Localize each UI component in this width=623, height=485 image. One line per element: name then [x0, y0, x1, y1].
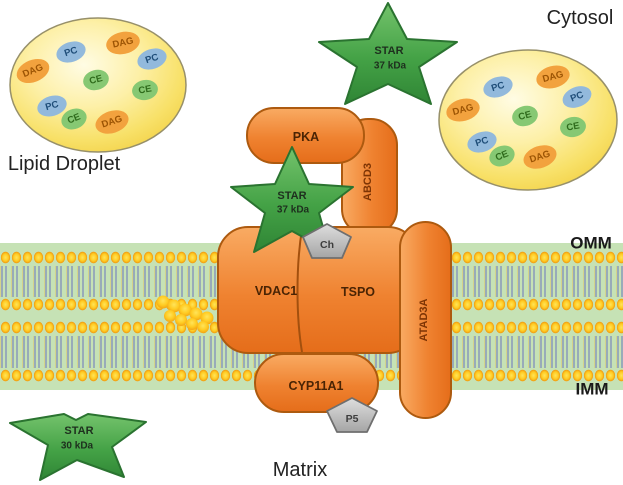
svg-text:DAG: DAG [112, 35, 135, 50]
cyp11a1-pill [254, 353, 379, 413]
svg-text:CE: CE [138, 83, 153, 96]
svg-text:CE: CE [517, 109, 533, 123]
p5-pentagon: P5 [326, 397, 378, 433]
lipid-ellipse: DAG [95, 110, 129, 134]
star-cytosol-37: STAR 37 kDa [318, 2, 458, 105]
lipid-ellipse: CE [512, 105, 538, 127]
pka-pill [246, 107, 365, 164]
svg-text:CE: CE [494, 148, 510, 163]
lipid-ellipse: PC [483, 76, 513, 98]
svg-text:DAG: DAG [451, 102, 474, 118]
lipid-ellipse: PC [137, 48, 167, 70]
atad3a-pill [399, 221, 452, 419]
matrix-label: Matrix [273, 459, 327, 481]
lipid-ellipse: DAG [106, 31, 140, 55]
svg-text:DAG: DAG [541, 69, 564, 85]
lipid-ellipse: PC [562, 86, 592, 108]
lipid-droplet-right: PC DAG PC DAG CE CE PC CE DAG [438, 49, 618, 191]
svg-text:P5: P5 [346, 413, 359, 425]
omm-label: OMM [570, 234, 612, 253]
lipid-ellipse: DAG [446, 98, 480, 122]
cholesterol-pentagon: Ch [302, 223, 352, 259]
lipid-ellipse: DAG [523, 145, 557, 169]
svg-text:PC: PC [474, 135, 490, 150]
svg-text:PC: PC [490, 80, 506, 95]
svg-text:37 kDa: 37 kDa [374, 61, 407, 72]
pka-label: PKA [293, 130, 319, 144]
imm-label: IMM [575, 380, 608, 399]
svg-text:PC: PC [569, 89, 585, 104]
svg-text:PC: PC [144, 52, 160, 67]
svg-text:Ch: Ch [320, 239, 334, 251]
svg-text:30 kDa: 30 kDa [61, 441, 94, 452]
lipid-ellipse: DAG [16, 58, 50, 84]
lipid-ellipse: CE [61, 108, 87, 130]
svg-text:PC: PC [63, 45, 79, 60]
svg-text:STAR: STAR [64, 425, 93, 437]
atad3a-label: ATAD3A [418, 298, 430, 341]
star-matrix-30: STAR 30 kDa [9, 413, 147, 481]
lipid-droplet-left: DAG PC DAG PC CE CE PC CE DAG [9, 17, 187, 153]
lipid-droplet-label: Lipid Droplet [8, 153, 121, 175]
lipid-ellipse: CE [560, 116, 586, 138]
membrane-contact-heads [156, 295, 214, 333]
cytosol-label: Cytosol [547, 7, 614, 29]
svg-text:CE: CE [66, 111, 82, 126]
lipid-ellipse: CE [83, 69, 109, 91]
svg-text:CE: CE [88, 73, 104, 87]
abcd3-label: ABCD3 [362, 163, 374, 201]
svg-text:STAR: STAR [277, 190, 306, 202]
lipid-ellipse: PC [37, 95, 67, 117]
tspo-label: TSPO [341, 285, 375, 299]
lipid-ellipse: CE [132, 79, 158, 101]
cyp11a1-label: CYP11A1 [289, 379, 344, 393]
svg-text:STAR: STAR [374, 45, 403, 57]
lipid-ellipse: DAG [536, 65, 570, 89]
lipid-ellipse: PC [467, 131, 497, 153]
svg-text:PC: PC [44, 99, 60, 113]
complex-divider [296, 228, 303, 353]
svg-text:CE: CE [566, 120, 581, 133]
lipid-ellipse: PC [56, 41, 86, 63]
vdac1-label: VDAC1 [255, 284, 297, 298]
svg-text:37 kDa: 37 kDa [277, 205, 310, 216]
lipid-ellipse: CE [489, 145, 515, 167]
